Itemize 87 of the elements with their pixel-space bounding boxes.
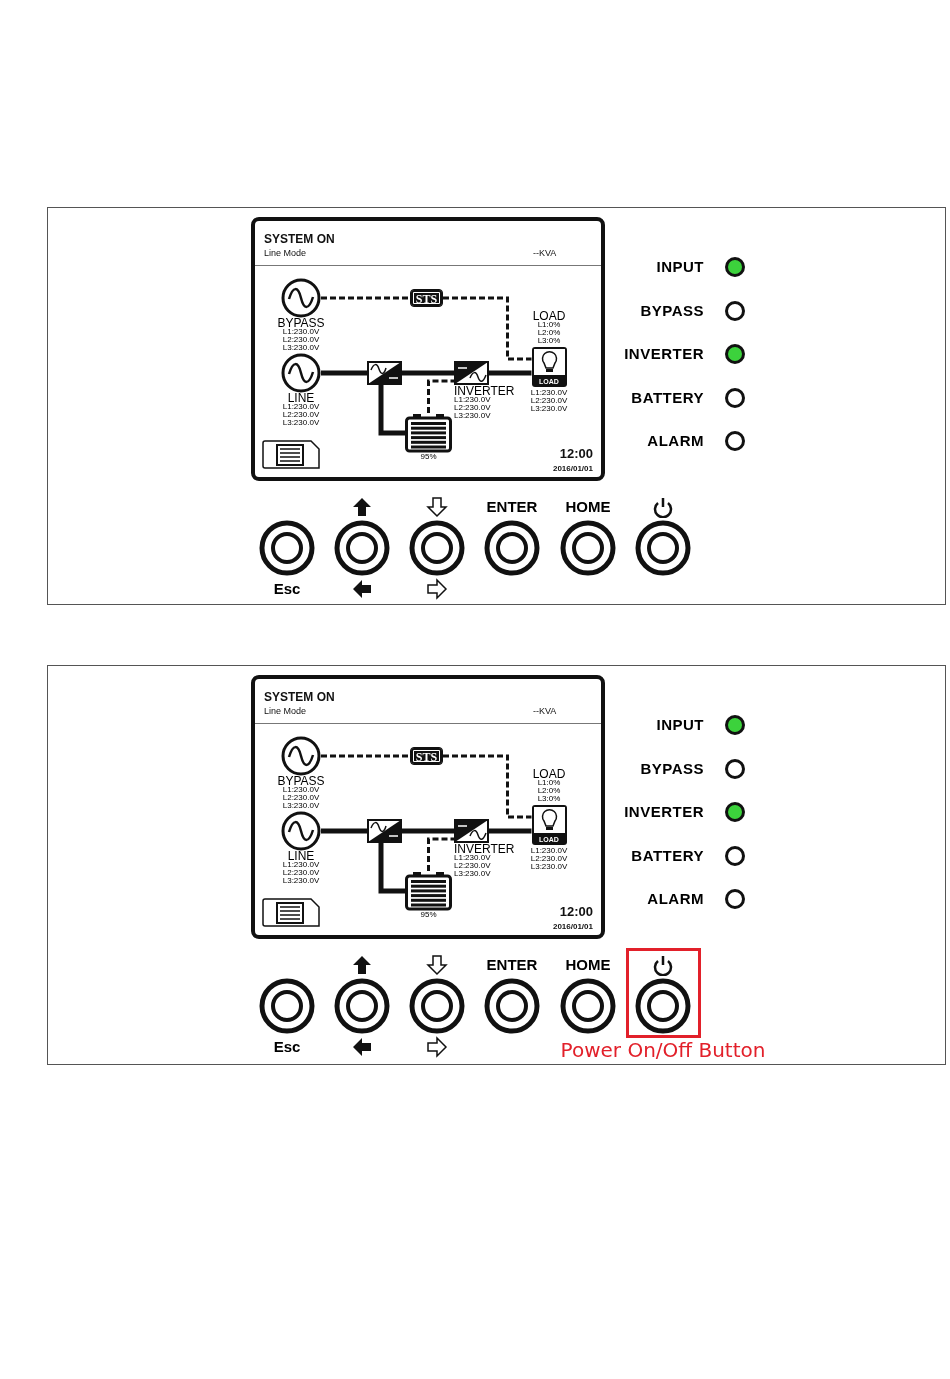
voltage-reading: L1:230.0V <box>281 328 321 336</box>
voltage-reading: L2:230.0V <box>454 862 492 870</box>
source-label: LINE <box>287 851 315 861</box>
voltage-reading: L3:230.0V <box>454 412 492 420</box>
clock-text: 12:00 <box>559 905 593 918</box>
control-panel <box>47 207 946 605</box>
voltage-reading: L2:230.0V <box>529 855 569 863</box>
date-text: 2016/01/01 <box>552 923 593 931</box>
indicator-label: ALARM <box>647 432 704 450</box>
button-label: Esc <box>272 580 302 598</box>
dashed-connector <box>443 296 532 361</box>
inverter-label: INVERTER <box>454 386 516 396</box>
power-line <box>402 828 454 834</box>
voltage-reading: L3:230.0V <box>281 419 321 427</box>
power-line <box>378 385 405 436</box>
voltage-reading: L1:230.0V <box>529 389 569 397</box>
voltage-reading: L3:230.0V <box>281 802 321 810</box>
power-line <box>321 370 367 376</box>
mode-text: Line Mode <box>264 249 307 258</box>
indicator-label: INPUT <box>656 258 704 276</box>
source-label: BYPASS <box>276 318 326 328</box>
indicator-label: INVERTER <box>624 345 704 363</box>
lcd-screen <box>251 675 605 939</box>
control-panel <box>47 665 946 1065</box>
voltage-reading: L1:230.0V <box>454 854 492 862</box>
voltage-reading: L3:230.0V <box>454 870 492 878</box>
load-percent: L2:0% <box>536 787 562 795</box>
source-label: BYPASS <box>276 776 326 786</box>
charge-percent: 95% <box>419 911 438 919</box>
capacity-text: --KVA <box>533 707 557 716</box>
voltage-reading: L3:230.0V <box>281 344 321 352</box>
voltage-reading: L2:230.0V <box>529 397 569 405</box>
power-line <box>378 843 405 894</box>
indicator-label: BYPASS <box>640 301 704 320</box>
indicator-label: INVERTER <box>624 803 704 821</box>
voltage-reading: L1:230.0V <box>529 847 569 855</box>
voltage-reading: L2:230.0V <box>281 794 321 802</box>
capacity-text: --KVA <box>533 249 557 258</box>
power-line <box>321 828 367 834</box>
dashed-connector <box>427 379 454 413</box>
indicator-label: ALARM <box>647 890 704 908</box>
inverter-label: INVERTER <box>454 844 516 854</box>
status-title: SYSTEM ON <box>264 691 335 703</box>
source-label: LINE <box>287 393 315 403</box>
power-line <box>489 370 532 376</box>
callout-text: Power On/Off Button <box>559 1038 767 1062</box>
dashed-connector <box>427 837 454 871</box>
button-label: ENTER <box>485 498 539 516</box>
voltage-reading: L2:230.0V <box>281 411 321 419</box>
indicator-label: BATTERY <box>631 388 704 407</box>
button-label: HOME <box>564 956 612 974</box>
voltage-reading: L3:230.0V <box>529 405 569 413</box>
dashed-connector <box>443 754 532 819</box>
button-label: ENTER <box>485 956 539 974</box>
power-line <box>402 370 454 376</box>
voltage-reading: L1:230.0V <box>454 396 492 404</box>
status-title: SYSTEM ON <box>264 233 335 245</box>
clock-text: 12:00 <box>559 447 593 460</box>
button-label: HOME <box>564 498 612 516</box>
lcd-screen <box>251 217 605 481</box>
voltage-reading: L2:230.0V <box>281 869 321 877</box>
load-percent: L1:0% <box>536 779 562 787</box>
switch-box: STS <box>410 289 443 307</box>
load-percent: L1:0% <box>536 321 562 329</box>
dashed-connector <box>321 296 410 300</box>
indicator-label: BATTERY <box>631 846 704 865</box>
date-text: 2016/01/01 <box>552 465 593 473</box>
voltage-reading: L1:230.0V <box>281 861 321 869</box>
load-percent: L2:0% <box>536 329 562 337</box>
voltage-reading: L3:230.0V <box>281 877 321 885</box>
charge-percent: 95% <box>419 453 438 461</box>
load-percent: L3:0% <box>536 337 562 345</box>
indicator-label: BYPASS <box>640 759 704 778</box>
dashed-connector <box>321 754 410 758</box>
voltage-reading: L2:230.0V <box>454 404 492 412</box>
load-percent: L3:0% <box>536 795 562 803</box>
power-line <box>489 828 532 834</box>
voltage-reading: L2:230.0V <box>281 336 321 344</box>
load-label: LOAD <box>531 311 567 321</box>
mode-text: Line Mode <box>264 707 307 716</box>
load-label: LOAD <box>531 769 567 779</box>
voltage-reading: L3:230.0V <box>529 863 569 871</box>
button-label: Esc <box>272 1038 302 1056</box>
voltage-reading: L1:230.0V <box>281 786 321 794</box>
indicator-label: INPUT <box>656 716 704 734</box>
voltage-reading: L1:230.0V <box>281 403 321 411</box>
switch-box: STS <box>410 747 443 765</box>
